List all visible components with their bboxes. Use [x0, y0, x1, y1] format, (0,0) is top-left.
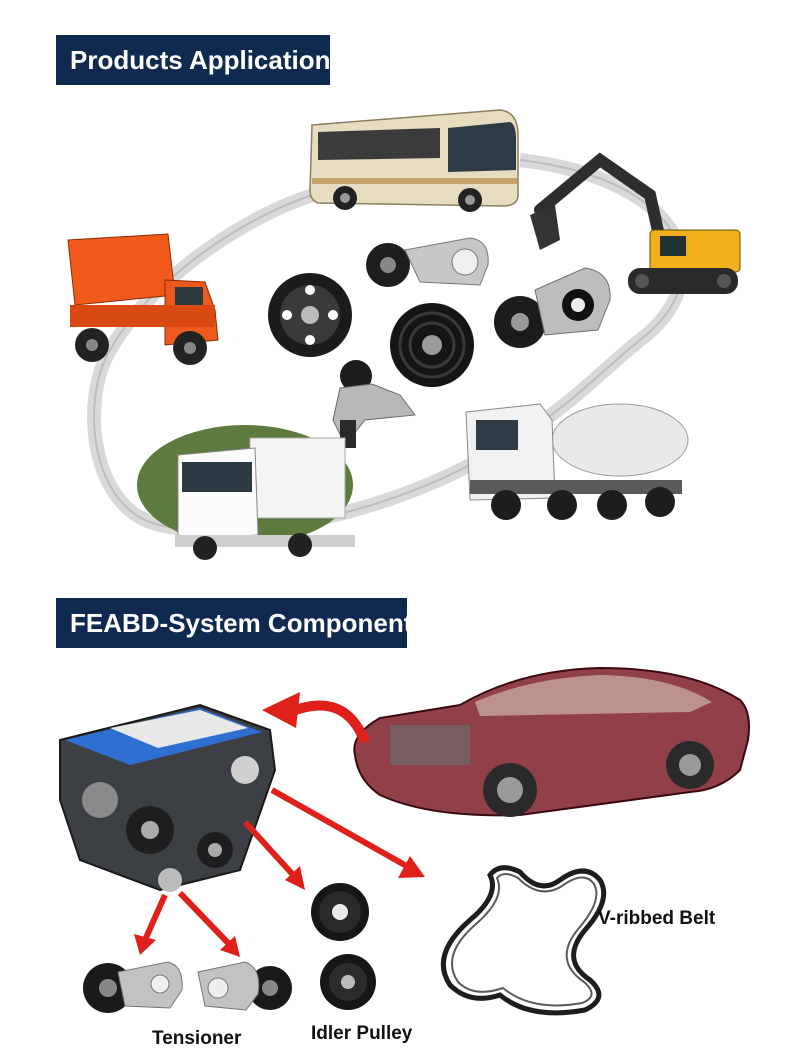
car-cutaway-image	[353, 666, 750, 817]
v-ribbed-belt-label: V-ribbed Belt	[598, 908, 716, 929]
idler-pulley-image	[311, 883, 376, 1010]
engine-image	[59, 703, 277, 892]
pulley-part-left	[268, 273, 352, 357]
idler-pulley-label: Idler Pulley	[311, 1023, 413, 1044]
v-ribbed-belt-image	[440, 865, 607, 1016]
products-application-illustration	[67, 109, 741, 560]
tensioner-part	[366, 237, 489, 287]
refrigerated-truck-image	[137, 425, 355, 560]
red-arrows	[134, 692, 425, 957]
grooved-pulley-part	[390, 303, 474, 387]
tensioner-image	[83, 961, 292, 1013]
dump-truck-image	[67, 233, 219, 365]
tensioner-part-right	[494, 267, 611, 348]
cement-mixer-truck-image	[465, 403, 689, 520]
section-title-feabd-system-component: FEABD-System Component	[56, 598, 412, 648]
excavator-image	[530, 152, 741, 294]
section-title-products-application: Products Application	[56, 35, 331, 85]
bus-image	[309, 109, 519, 212]
tensioner-label: Tensioner	[152, 1028, 242, 1049]
center-parts-image	[268, 237, 611, 448]
